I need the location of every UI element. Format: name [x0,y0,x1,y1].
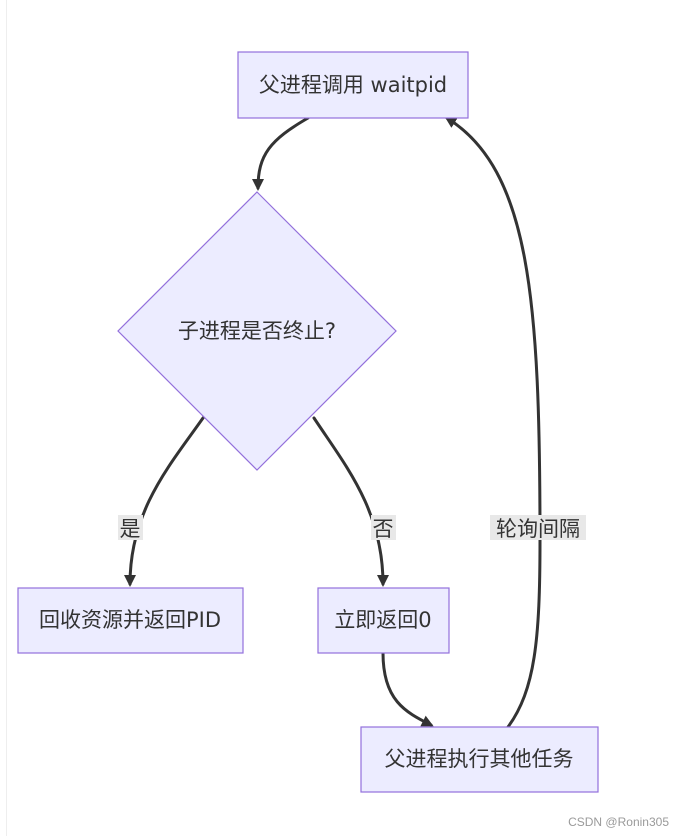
edge-label-poll-text: 轮询间隔 [496,517,580,541]
edge-return-zero-to-other-tasks [381,651,434,727]
edge-label-no-text: 否 [373,517,394,541]
edge-label-poll: 轮询间隔 [490,515,586,541]
node-start-text: 父进程调用 waitpid [259,73,447,97]
node-reap-text: 回收资源并返回PID [39,608,221,632]
node-start: 父进程调用 waitpid [237,51,469,119]
node-other-tasks-text: 父进程执行其他任务 [385,747,574,771]
node-return-zero-text: 立即返回0 [334,608,431,632]
node-decision-text: 子进程是否终止? [178,319,336,343]
edge-decision-to-return-zero [312,416,389,587]
edge-label-yes-text: 是 [120,517,141,541]
node-other-tasks: 父进程执行其他任务 [360,726,599,793]
node-reap: 回收资源并返回PID [17,587,244,654]
watermark: CSDN @Ronin305 [568,815,669,829]
edge-other-tasks-to-start [444,116,542,729]
node-return-zero: 立即返回0 [317,587,450,654]
node-decision: 子进程是否终止? [117,191,397,471]
left-border-line [6,0,7,836]
edge-label-yes: 是 [118,515,143,541]
edge-decision-to-reap [124,416,205,587]
edge-start-to-decision [252,116,310,191]
edge-label-no: 否 [371,515,396,541]
